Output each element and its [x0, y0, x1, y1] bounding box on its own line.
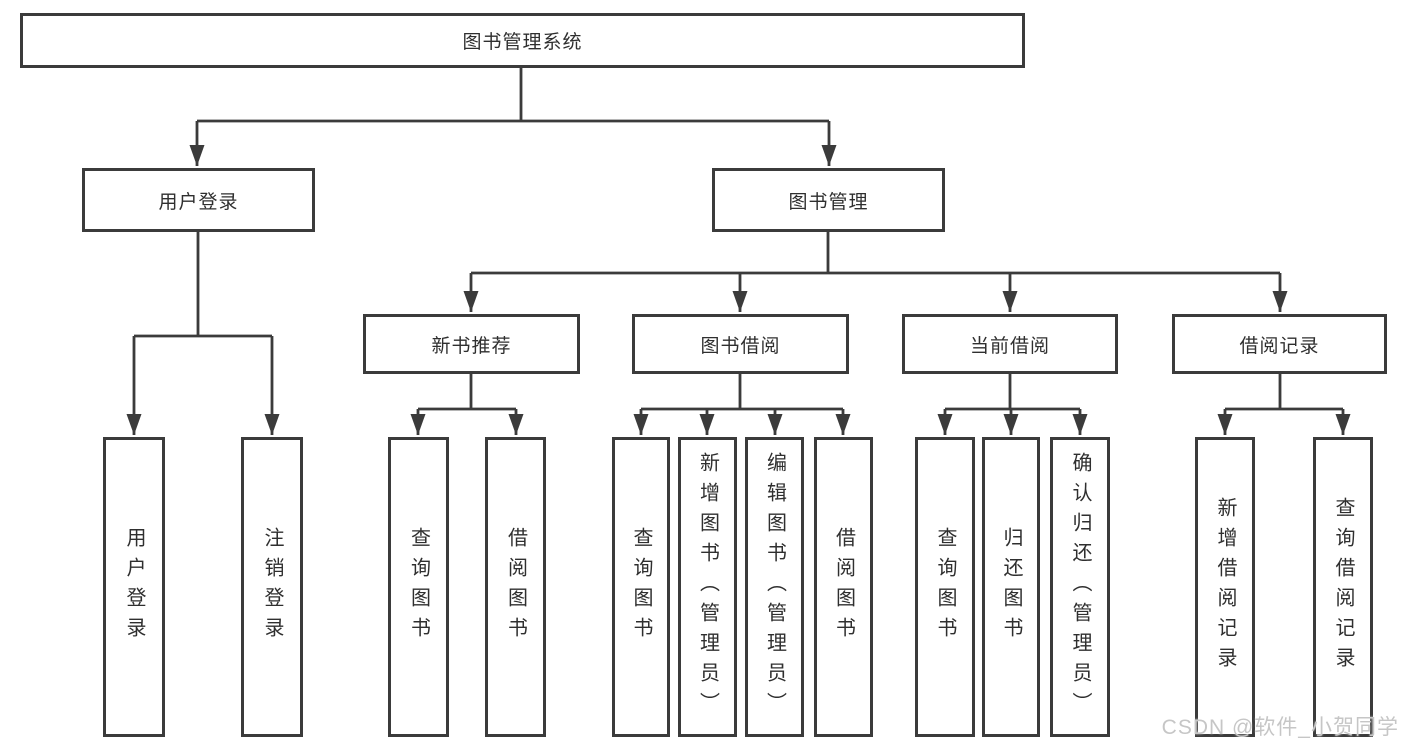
leaf-label: 新增图书（管理员） [696, 452, 719, 722]
node-book-management: 图书管理 [712, 168, 945, 232]
leaf-add-book-admin: 新增图书（管理员） [678, 437, 737, 737]
leaf-borrow-books-recommend: 借阅图书 [485, 437, 546, 737]
node-label: 图书管理 [788, 191, 869, 213]
node-label: 图书管理系统 [462, 32, 583, 53]
leaf-query-books-borrow: 查询图书 [612, 437, 670, 737]
leaf-label: 新增借阅记录 [1214, 497, 1236, 677]
leaf-return-books: 归还图书 [982, 437, 1040, 737]
node-label: 图书借阅 [700, 335, 781, 357]
leaf-label: 注销登录 [261, 527, 283, 647]
node-current-borrowing: 当前借阅 [902, 314, 1118, 374]
leaf-edit-book-admin: 编辑图书（管理员） [745, 437, 804, 737]
leaf-label: 编辑图书（管理员） [763, 452, 786, 722]
leaf-label: 查询图书 [630, 527, 652, 647]
node-label: 当前借阅 [969, 335, 1050, 357]
node-book-borrowing: 图书借阅 [632, 314, 849, 374]
leaf-label: 查询借阅记录 [1332, 497, 1354, 677]
node-borrowing-records: 借阅记录 [1172, 314, 1387, 374]
leaf-query-books-recommend: 查询图书 [388, 437, 449, 737]
leaf-confirm-return-admin: 确认归还（管理员） [1050, 437, 1110, 737]
node-user-login: 用户登录 [82, 168, 315, 232]
node-library-management-system: 图书管理系统 [20, 13, 1025, 68]
leaf-query-borrow-record: 查询借阅记录 [1313, 437, 1373, 737]
node-new-book-recommendation: 新书推荐 [363, 314, 580, 374]
leaf-label: 查询图书 [934, 527, 956, 647]
leaf-borrow-books: 借阅图书 [814, 437, 873, 737]
leaf-label: 用户登录 [123, 527, 145, 647]
leaf-label: 借阅图书 [832, 527, 855, 647]
leaf-label: 查询图书 [407, 527, 430, 647]
leaf-logout: 注销登录 [241, 437, 303, 737]
leaf-label: 借阅图书 [504, 527, 527, 647]
node-label: 借阅记录 [1239, 335, 1320, 357]
node-label: 用户登录 [158, 191, 239, 213]
leaf-label: 归还图书 [1000, 527, 1022, 647]
leaf-add-borrow-record: 新增借阅记录 [1195, 437, 1255, 737]
leaf-query-books-current: 查询图书 [915, 437, 975, 737]
node-label: 新书推荐 [431, 335, 512, 357]
leaf-label: 确认归还（管理员） [1069, 452, 1091, 722]
leaf-user-login: 用户登录 [103, 437, 165, 737]
